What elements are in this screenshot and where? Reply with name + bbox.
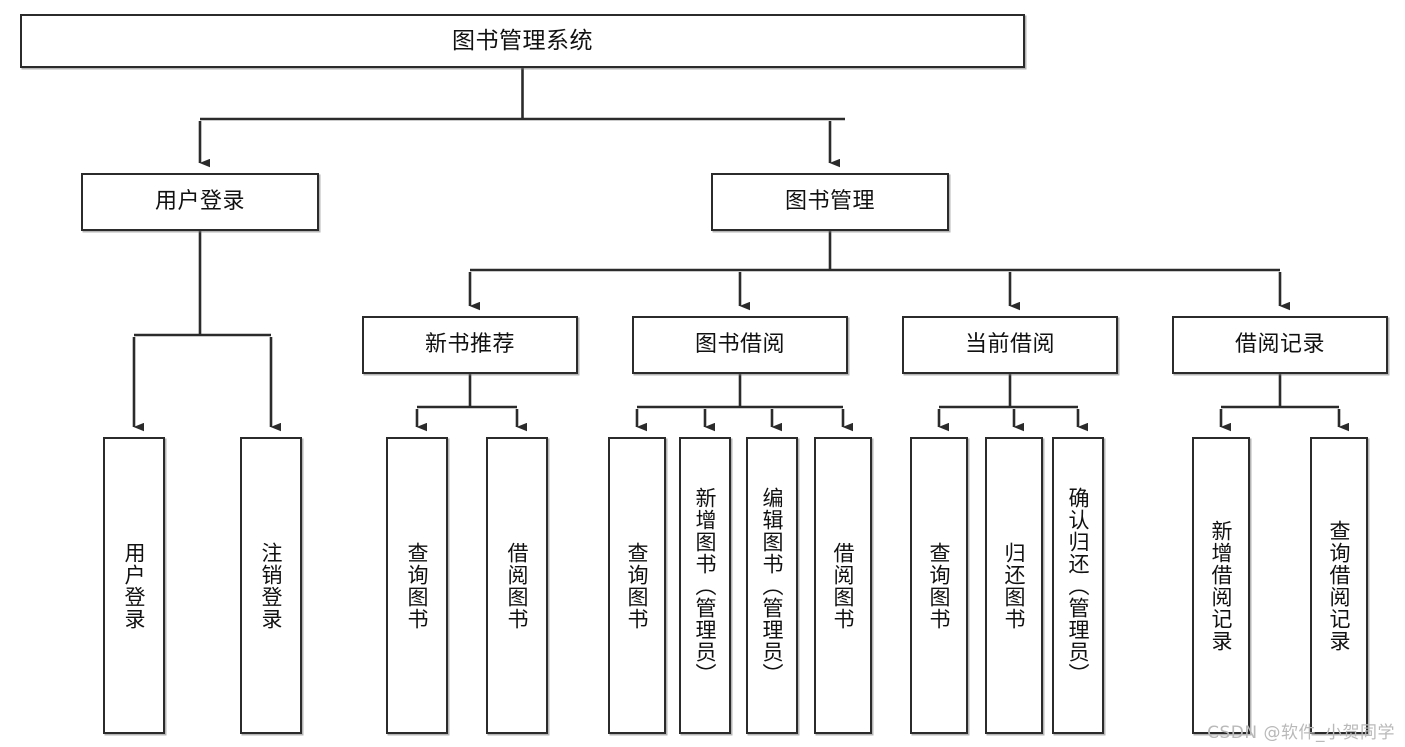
node-current-borrow[interactable]: 当前借阅 [902,316,1118,374]
node-leaf-add-record[interactable]: 新增借阅记录 [1192,437,1250,734]
watermark: CSDN @软件_小贺同学 [1207,723,1395,743]
node-user-login-label: 用户登录 [154,189,245,215]
node-leaf-user-login-label: 用户登录 [122,541,147,630]
node-leaf-query-record[interactable]: 查询借阅记录 [1310,437,1368,734]
node-leaf-edit-book-label: 编辑图书（管理员） [760,486,785,685]
node-leaf-logout[interactable]: 注销登录 [240,437,302,734]
node-leaf-borrow-book-2[interactable]: 借阅图书 [814,437,872,734]
node-leaf-query-book-2[interactable]: 查询图书 [608,437,666,734]
node-new-book-recommend-label: 新书推荐 [424,332,515,358]
node-leaf-add-book[interactable]: 新增图书（管理员） [679,437,731,734]
node-borrow-record[interactable]: 借阅记录 [1172,316,1388,374]
node-leaf-confirm-return-label: 确认归还（管理员） [1066,486,1091,685]
node-leaf-query-book-1-label: 查询图书 [405,541,430,630]
node-leaf-edit-book[interactable]: 编辑图书（管理员） [746,437,798,734]
node-user-login[interactable]: 用户登录 [81,173,319,231]
node-root[interactable]: 图书管理系统 [20,14,1025,68]
node-borrow-record-label: 借阅记录 [1234,332,1325,358]
node-book-manage[interactable]: 图书管理 [711,173,949,231]
node-leaf-borrow-book-2-label: 借阅图书 [831,541,856,630]
node-new-book-recommend[interactable]: 新书推荐 [362,316,578,374]
node-current-borrow-label: 当前借阅 [964,332,1055,358]
node-leaf-query-book-2-label: 查询图书 [625,541,650,630]
node-leaf-borrow-book-1[interactable]: 借阅图书 [486,437,548,734]
node-book-borrow-label: 图书借阅 [694,332,785,358]
node-book-borrow[interactable]: 图书借阅 [632,316,848,374]
node-leaf-add-book-label: 新增图书（管理员） [693,486,718,685]
node-leaf-query-book-3[interactable]: 查询图书 [910,437,968,734]
node-leaf-borrow-book-1-label: 借阅图书 [505,541,530,630]
node-leaf-add-record-label: 新增借阅记录 [1209,519,1234,652]
node-book-manage-label: 图书管理 [784,189,875,215]
node-leaf-logout-label: 注销登录 [259,541,284,630]
node-leaf-return-book[interactable]: 归还图书 [985,437,1043,734]
node-leaf-user-login[interactable]: 用户登录 [103,437,165,734]
node-leaf-query-book-1[interactable]: 查询图书 [386,437,448,734]
node-root-label: 图书管理系统 [452,27,593,54]
node-leaf-return-book-label: 归还图书 [1002,541,1027,630]
node-leaf-query-record-label: 查询借阅记录 [1327,519,1352,652]
node-leaf-query-book-3-label: 查询图书 [927,541,952,630]
node-leaf-confirm-return[interactable]: 确认归还（管理员） [1052,437,1104,734]
